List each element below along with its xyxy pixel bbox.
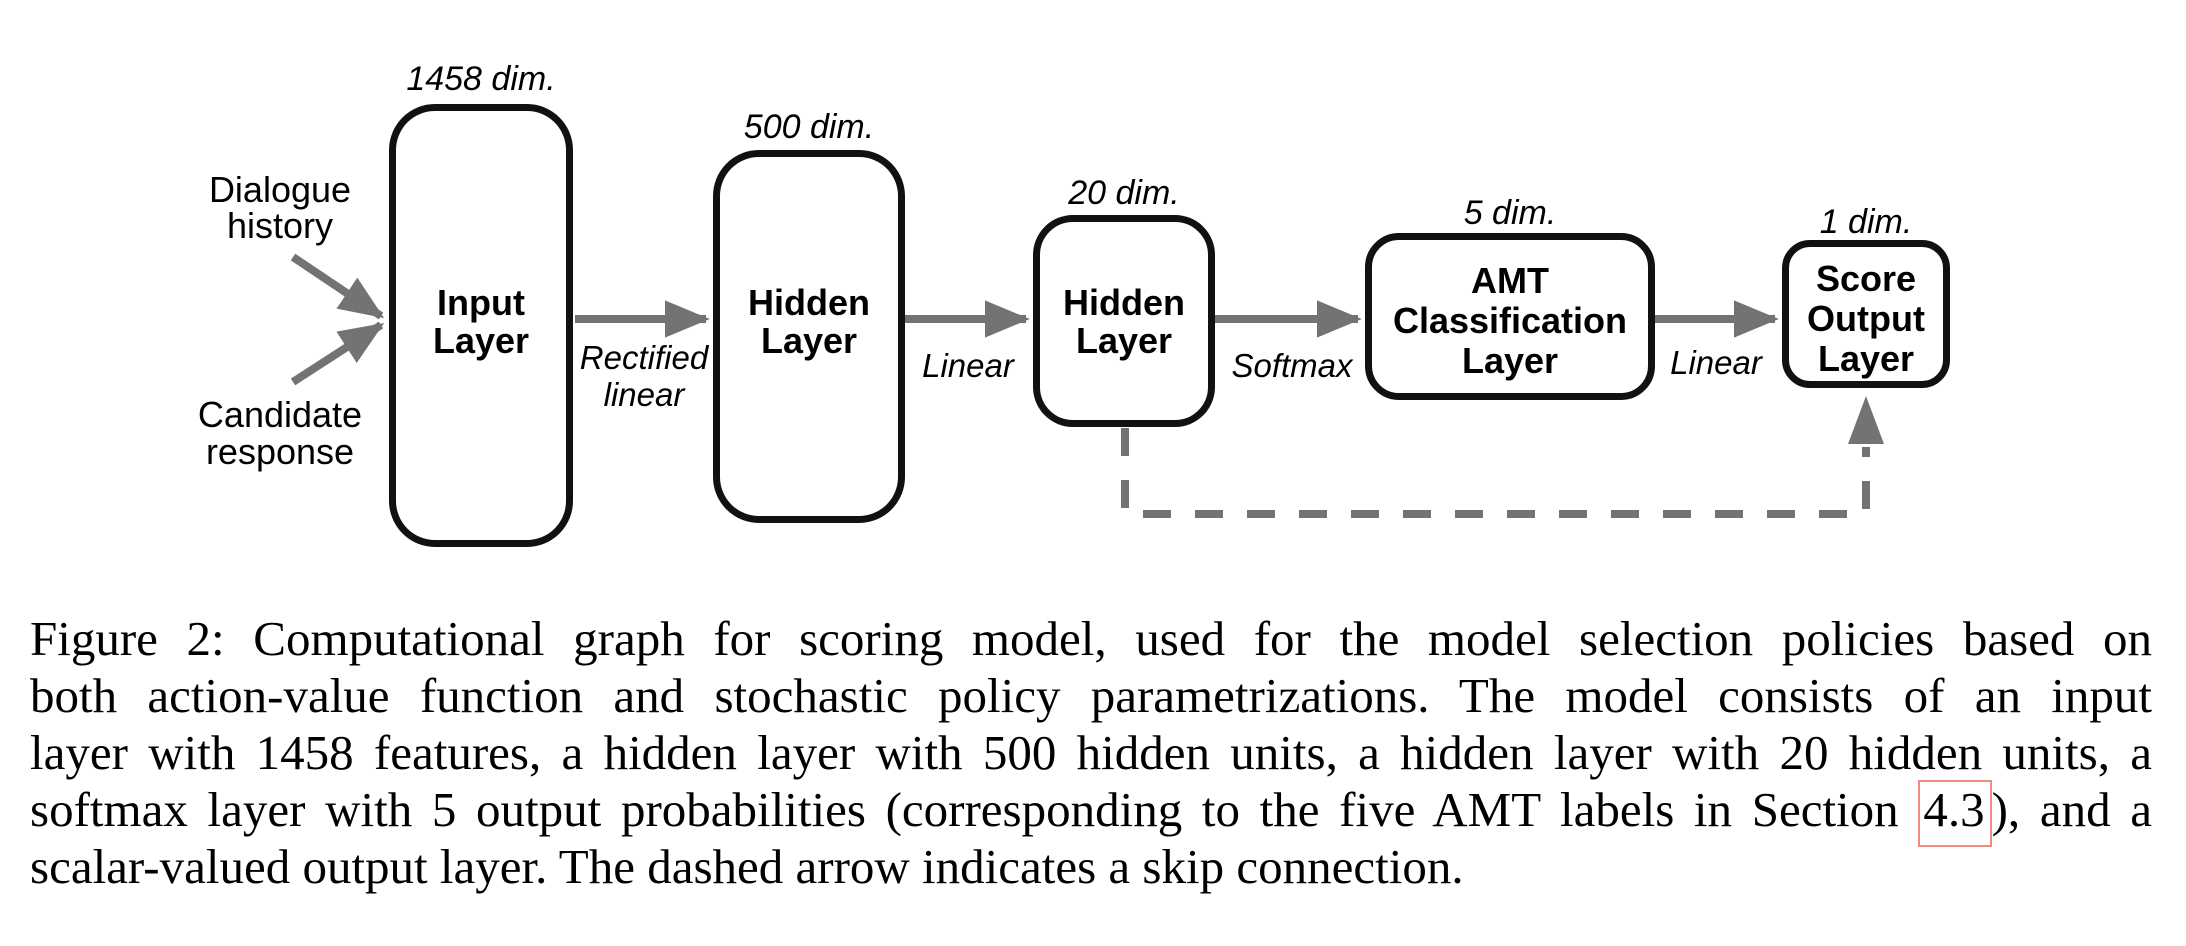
score-output-layer-box [1782,240,1950,388]
hidden-layer-500-box [713,150,905,523]
figure-caption: Figure 2: Computational graph for scorin… [30,610,2152,895]
caption-line-4-tail: ), and a [1991,782,2152,837]
amt-classification-layer-box [1365,233,1655,400]
hidden-layer-20-label: Hidden Layer [1063,282,1185,361]
caption-line-5: scalar-valued output layer. The dashed a… [30,839,1464,894]
caption-line-2: both action-value function and stochasti… [30,668,2152,723]
arrow-dialogue-history-to-input [290,253,385,320]
score-layer-dim-label: 1 dim. [1819,203,1913,241]
skip-connection-arrowhead [1848,396,1884,444]
activation-linear-label-2: Linear [1670,344,1762,381]
caption-line-3: layer with 1458 features, a hidden layer… [30,725,2152,780]
arrow-candidate-response-to-input [290,321,385,386]
computational-graph-diagram: Input Layer Hidden Layer Hidden Layer AM… [197,60,1950,547]
caption-line-4: softmax layer with 5 output probabilitie… [30,780,2152,847]
dialogue-history-label: Dialogue history [208,169,352,246]
section-4-3-link[interactable]: 4.3 [1918,780,1992,847]
candidate-response-label: Candidate response [197,394,363,472]
activation-softmax-label: Softmax [1231,347,1353,384]
amt-classification-layer-label: AMT Classification Layer [1392,260,1628,381]
input-layer-label: Input Layer [432,282,530,361]
input-layer-box [389,104,573,547]
caption-line-4-text: softmax layer with 5 output probabilitie… [30,782,1899,837]
hidden-layer-20-box [1033,215,1215,427]
connector-layer [290,253,1884,518]
score-output-layer-label: Score Output Layer [1807,258,1925,379]
activation-linear-label-1: Linear [922,347,1014,384]
amt-layer-dim-label: 5 dim. [1463,194,1557,232]
hidden-layer-500-dim-label: 500 dim. [743,108,875,146]
skip-connection-dashed-line [1121,428,1870,518]
hidden-layer-20-dim-label: 20 dim. [1068,174,1180,212]
input-layer-dim-label: 1458 dim. [406,60,556,98]
caption-line-1: Figure 2: Computational graph for scorin… [30,611,2152,666]
hidden-layer-500-label: Hidden Layer [748,282,870,361]
activation-rectified-linear-label: Rectified linear [579,339,709,413]
